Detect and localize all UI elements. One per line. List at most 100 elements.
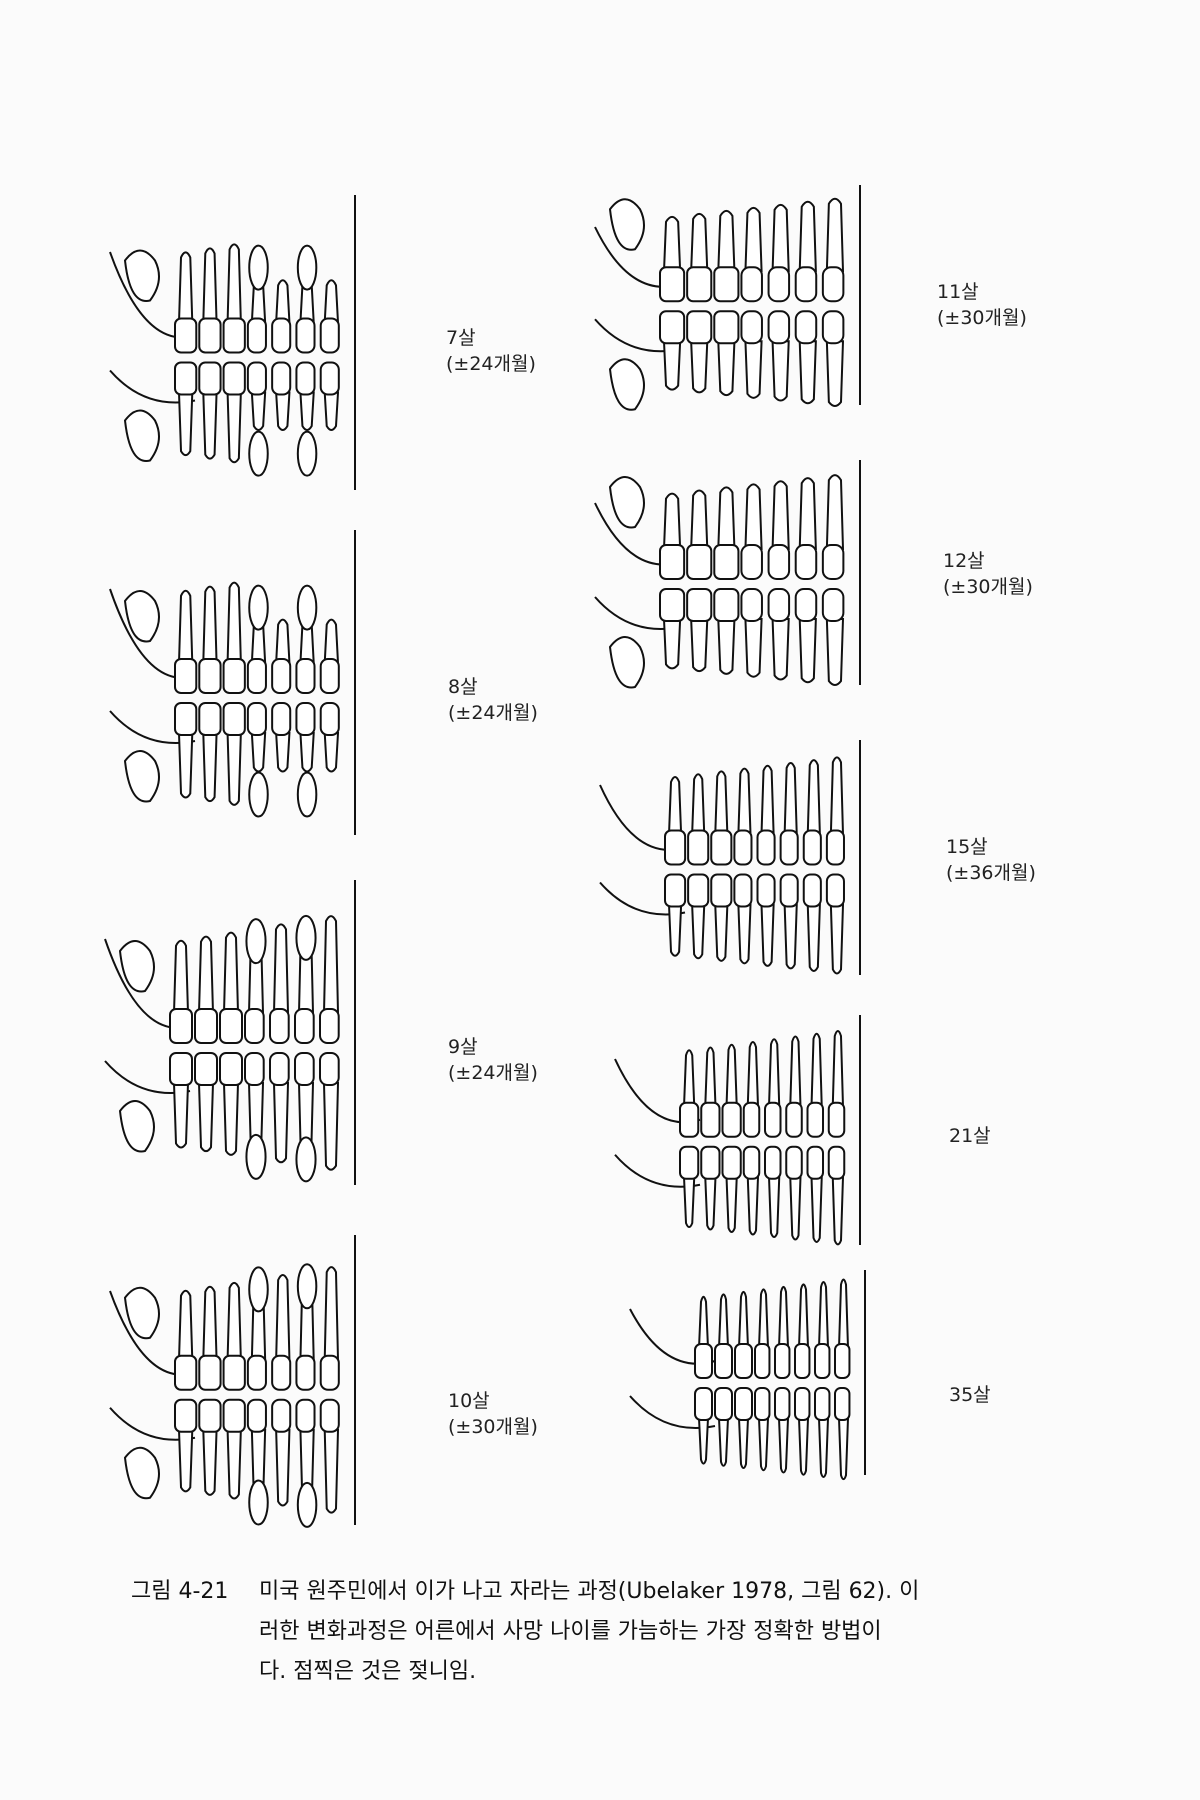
lower-crown	[659, 588, 686, 622]
upper-crown	[794, 1343, 811, 1379]
lower-crown	[821, 588, 845, 622]
upper-crown	[834, 1343, 851, 1379]
upper-crown	[295, 658, 316, 694]
upper-root	[798, 200, 817, 273]
lower-crown	[319, 1052, 340, 1086]
lower-crown	[295, 1398, 316, 1433]
upper-crown	[814, 1343, 831, 1379]
lower-root	[682, 1175, 696, 1229]
lower-root	[272, 1082, 290, 1164]
lower-root	[760, 903, 775, 967]
lower-crown	[198, 702, 222, 736]
upper-crown	[714, 1343, 733, 1379]
lower-root	[810, 1175, 823, 1243]
lower-root	[744, 340, 763, 399]
upper-crown	[222, 658, 246, 694]
upper-crown	[686, 544, 713, 580]
lower-root	[202, 732, 218, 803]
upper-root	[806, 759, 821, 836]
upper-root	[323, 1266, 340, 1361]
upper-crown	[764, 1101, 782, 1138]
lower-root	[737, 1417, 750, 1470]
upper-root	[667, 776, 683, 836]
lower-root	[746, 1175, 760, 1236]
lower-crown	[756, 873, 776, 908]
lower-crown	[827, 1145, 846, 1180]
lower-root	[783, 903, 798, 970]
upper-crown	[198, 658, 222, 694]
upper-crown	[821, 266, 845, 303]
lower-crown	[767, 310, 791, 345]
lower-root	[690, 618, 709, 673]
upper-root	[771, 480, 790, 550]
upper-root	[690, 212, 709, 273]
upper-crown	[794, 266, 818, 303]
lower-crown	[246, 1398, 267, 1433]
lower-crown	[742, 1145, 761, 1180]
diagram-age-21	[614, 1015, 861, 1246]
upper-root	[717, 1293, 730, 1349]
upper-crown	[319, 317, 340, 354]
upper-crown	[295, 317, 316, 354]
upper-crown	[713, 266, 740, 303]
lower-crown	[686, 588, 713, 622]
lower-root	[829, 903, 845, 975]
label-age-7: 7살(±24개월)	[446, 327, 536, 375]
upper-crown	[294, 1008, 315, 1044]
upper-crown	[710, 829, 733, 866]
lower-root	[797, 1417, 810, 1476]
developing-tooth-upper	[295, 914, 317, 961]
lower-root	[767, 1175, 781, 1238]
upper-crown	[319, 1008, 340, 1044]
lower-root	[197, 1082, 215, 1153]
lower-crown	[794, 1387, 811, 1421]
lower-root	[817, 1417, 830, 1478]
lower-root	[250, 732, 267, 773]
upper-root	[789, 1035, 802, 1108]
lower-crown	[802, 873, 822, 908]
upper-crown	[269, 1008, 290, 1044]
upper-root	[323, 618, 340, 664]
lower-crown	[174, 1398, 198, 1433]
lower-root	[202, 1428, 218, 1496]
upper-crown	[686, 266, 713, 303]
upper-root	[177, 589, 194, 664]
lower-root	[323, 732, 340, 773]
developing-tooth-lower	[295, 1136, 317, 1183]
lower-crown	[774, 1387, 791, 1421]
lower-crown	[219, 1052, 243, 1086]
upper-root	[226, 243, 242, 324]
lower-root	[226, 391, 242, 464]
lower-crown	[785, 1145, 803, 1180]
developing-molar-lower	[608, 358, 645, 411]
lower-root	[667, 903, 683, 957]
lower-root	[275, 391, 291, 431]
upper-root	[746, 1041, 760, 1108]
lower-root	[690, 340, 709, 394]
figure-number: 그림 4-21	[131, 1579, 229, 1604]
upper-root	[197, 935, 215, 1014]
upper-crown	[198, 1354, 222, 1391]
upper-crown	[222, 317, 246, 354]
developing-molar-upper	[608, 198, 645, 251]
upper-root	[837, 1278, 850, 1349]
upper-root	[202, 247, 218, 324]
developing-molar-upper	[123, 590, 160, 643]
lower-root	[837, 1417, 850, 1481]
upper-crown	[174, 658, 198, 694]
upper-crown	[827, 1101, 846, 1138]
lower-crown	[679, 1145, 700, 1180]
label-age-12: 12살(±30개월)	[943, 550, 1033, 598]
upper-root	[725, 1043, 738, 1108]
developing-tooth-upper	[248, 584, 269, 631]
upper-root	[737, 767, 752, 836]
lower-crown	[222, 702, 246, 736]
lower-root	[323, 391, 340, 431]
lower-crown	[198, 1398, 222, 1433]
developing-tooth-upper	[248, 244, 269, 291]
lower-root	[275, 732, 291, 773]
lower-root	[177, 391, 194, 457]
lower-root	[831, 1175, 845, 1246]
lower-crown	[754, 1387, 771, 1421]
